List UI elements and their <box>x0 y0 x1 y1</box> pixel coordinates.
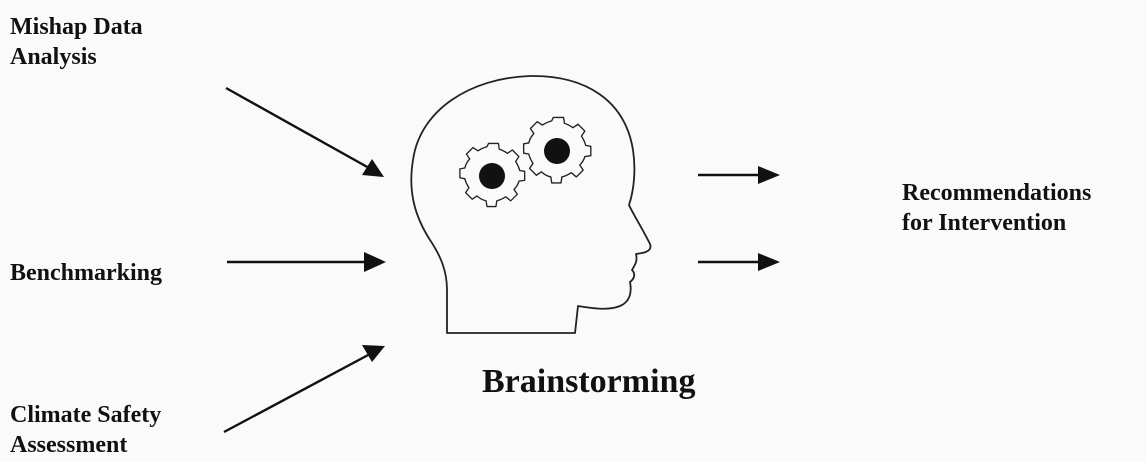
input-label-mishap-data-analysis: Mishap Data Analysis <box>10 12 143 72</box>
input-label-benchmarking: Benchmarking <box>10 258 162 288</box>
arrow-mishap-to-brain <box>226 88 378 173</box>
head-outline <box>411 76 650 333</box>
output-line1: Recommendations <box>902 178 1091 208</box>
arrowhead-output-lower <box>758 253 780 271</box>
head-with-gears-icon <box>411 76 650 333</box>
mishap-line1: Mishap Data <box>10 12 143 42</box>
output-label-recommendations: Recommendations for Intervention <box>902 178 1091 238</box>
climate-line2: Assessment <box>10 430 161 460</box>
arrow-climate-to-brain <box>224 354 370 432</box>
gear-left <box>460 143 525 206</box>
arrowhead-climate <box>362 345 385 362</box>
benchmarking-line1: Benchmarking <box>10 258 162 288</box>
input-label-climate-safety-assessment: Climate Safety Assessment <box>10 400 161 460</box>
arrowhead-output-upper <box>758 166 780 184</box>
climate-line1: Climate Safety <box>10 400 161 430</box>
mishap-line2: Analysis <box>10 42 143 72</box>
output-line2: for Intervention <box>902 208 1091 238</box>
gear-right <box>524 117 591 182</box>
arrowhead-benchmarking <box>364 252 386 272</box>
arrowhead-mishap <box>362 159 384 177</box>
process-label-brainstorming: Brainstorming <box>482 362 695 402</box>
